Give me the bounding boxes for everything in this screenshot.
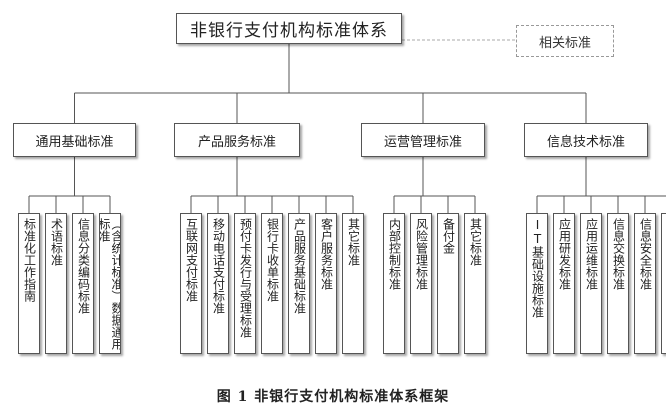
- leaf-node: 应用研发标准: [553, 213, 575, 354]
- leaf-node: 信息交换标准: [607, 213, 629, 354]
- related-label: 相关标准: [538, 35, 591, 51]
- root-node: 非银行支付机构标准体系: [176, 13, 402, 44]
- related-standards-node: 相关标准: [516, 25, 614, 57]
- leaf-node: 信息分类编码标准: [72, 213, 94, 354]
- leaf-node: 其它标准: [661, 213, 666, 354]
- category-label: 运营管理标准: [383, 134, 462, 150]
- category-label: 信息技术标准: [546, 134, 625, 150]
- figure-caption: 图 1 非银行支付机构标准体系框架: [216, 389, 450, 405]
- leaf-node: 其它标准: [342, 213, 364, 354]
- root-label: 非银行支付机构标准体系: [190, 21, 388, 41]
- leaf-node: 应用运维标准: [580, 213, 602, 354]
- leaf-node: （含统计标准）数据通用标准: [99, 213, 121, 354]
- leaf-node: 标准化工作指南: [18, 213, 40, 354]
- leaf-node: IT基础设施标准: [526, 213, 548, 354]
- category-node-0: 通用基础标准: [13, 123, 136, 157]
- category-label: 产品服务标准: [197, 134, 276, 150]
- category-node-3: 信息技术标准: [524, 123, 648, 157]
- leaf-node: 术语标准: [45, 213, 67, 354]
- leaf-node: 备付金: [437, 213, 459, 354]
- category-label: 通用基础标准: [35, 134, 114, 150]
- category-node-2: 运营管理标准: [361, 123, 485, 157]
- leaf-node: 产品服务基础标准: [288, 213, 310, 354]
- leaf-node: 客户服务标准: [315, 213, 337, 354]
- leaf-node: 内部控制标准: [383, 213, 405, 354]
- leaf-node: 互联网支付标准: [180, 213, 202, 354]
- leaf-node: 其它标准: [464, 213, 486, 354]
- leaf-node: 预付卡发行与受理标准: [234, 213, 256, 354]
- leaf-node: 银行卡收单标准: [261, 213, 283, 354]
- leaf-node: 信息安全标准: [634, 213, 656, 354]
- category-node-1: 产品服务标准: [174, 123, 300, 157]
- leaf-node: 风险管理标准: [410, 213, 432, 354]
- leaf-node: 移动电话支付标准: [207, 213, 229, 354]
